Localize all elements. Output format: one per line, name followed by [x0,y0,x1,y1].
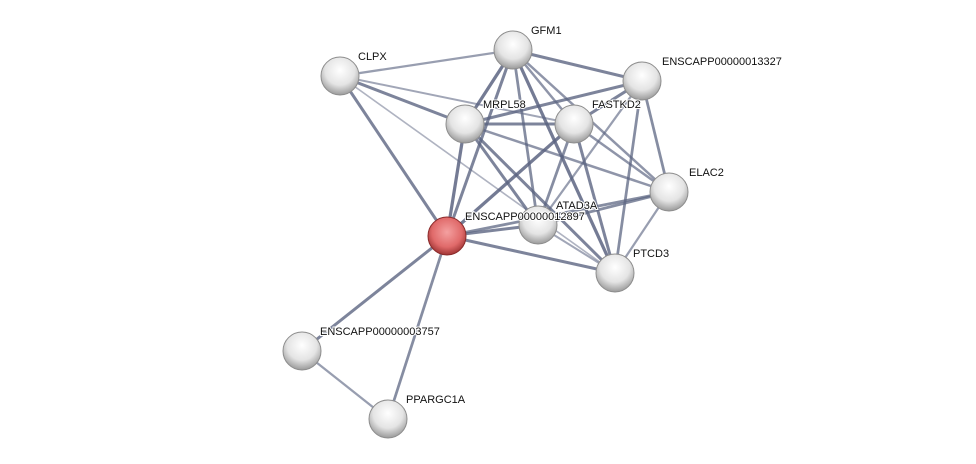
node-ELAC2[interactable]: ELAC2 [649,166,725,212]
node-circle[interactable] [518,205,558,245]
edge-CLPX-N12897[interactable] [338,75,449,237]
node-label: CLPX [358,51,387,63]
node-circle[interactable] [595,253,635,293]
node-circle[interactable] [622,61,662,101]
edge-N12897-PPARGC1A[interactable] [386,235,449,420]
node-N3757[interactable]: ENSCAPP00000003757 [282,325,441,371]
edge-ELAC2-ATAD3A[interactable] [537,190,670,227]
edge-CLPX-PTCD3[interactable] [339,75,616,274]
node-circle[interactable] [445,104,485,144]
edge-CLPX-FASTKD2[interactable] [339,75,575,125]
edge-N12897-PTCD3[interactable] [446,234,616,275]
node-FASTKD2[interactable]: FASTKD2 [554,98,642,144]
node-PPARGC1A[interactable]: PPARGC1A [368,393,467,439]
node-circle[interactable] [649,172,689,212]
node-label: ATAD3A [556,200,598,212]
node-circle[interactable] [320,56,360,96]
edge-GFM1-ATAD3A[interactable] [511,49,540,226]
edge-FASTKD2-PTCD3[interactable] [572,123,617,274]
edge-N13327-ATAD3A[interactable] [537,80,643,226]
edge-N13327-MRPL58[interactable] [464,79,643,126]
edge-GFM1-PTCD3[interactable] [511,49,617,274]
edge-CLPX-MRPL58[interactable] [339,74,466,126]
node-MRPL58[interactable]: MRPL58 [445,98,527,144]
node-GFM1[interactable]: GFM1 [493,24,563,70]
node-label: FASTKD2 [592,99,641,111]
edge-MRPL58-ELAC2[interactable] [464,122,670,194]
edge-CLPX-GFM1[interactable] [339,48,514,78]
node-N13327[interactable]: ENSCAPP00000013327 [622,55,783,101]
node-circle[interactable] [427,216,467,256]
node-label: GFM1 [531,25,562,37]
node-label: PTCD3 [633,248,669,260]
node-label: ENSCAPP00000013327 [662,56,782,68]
edge-N12897-N3757[interactable] [301,234,448,353]
node-label: ENSCAPP00000012897 [465,211,585,223]
edge-ELAC2-N12897[interactable] [446,190,670,238]
node-circle[interactable] [493,30,533,70]
node-circle[interactable] [282,331,322,371]
edge-FASTKD2-N12897[interactable] [445,122,576,238]
node-circle[interactable] [368,399,408,439]
node-CLPX[interactable]: CLPX [320,50,388,96]
node-N12897[interactable]: ENSCAPP00000012897 [427,210,586,256]
node-label: ENSCAPP00000003757 [320,326,440,338]
node-circle[interactable] [554,104,594,144]
node-label: PPARGC1A [406,394,466,406]
node-PTCD3[interactable]: PTCD3 [595,247,670,293]
edge-GFM1-N13327[interactable] [512,48,643,83]
node-label: ELAC2 [689,167,724,179]
edge-N13327-PTCD3[interactable] [613,80,644,274]
edge-MRPL58-PTCD3[interactable] [463,122,617,275]
node-ATAD3A[interactable]: ATAD3A [518,199,599,245]
node-label: MRPL58 [483,99,526,111]
edge-MRPL58-ATAD3A[interactable] [463,123,540,226]
